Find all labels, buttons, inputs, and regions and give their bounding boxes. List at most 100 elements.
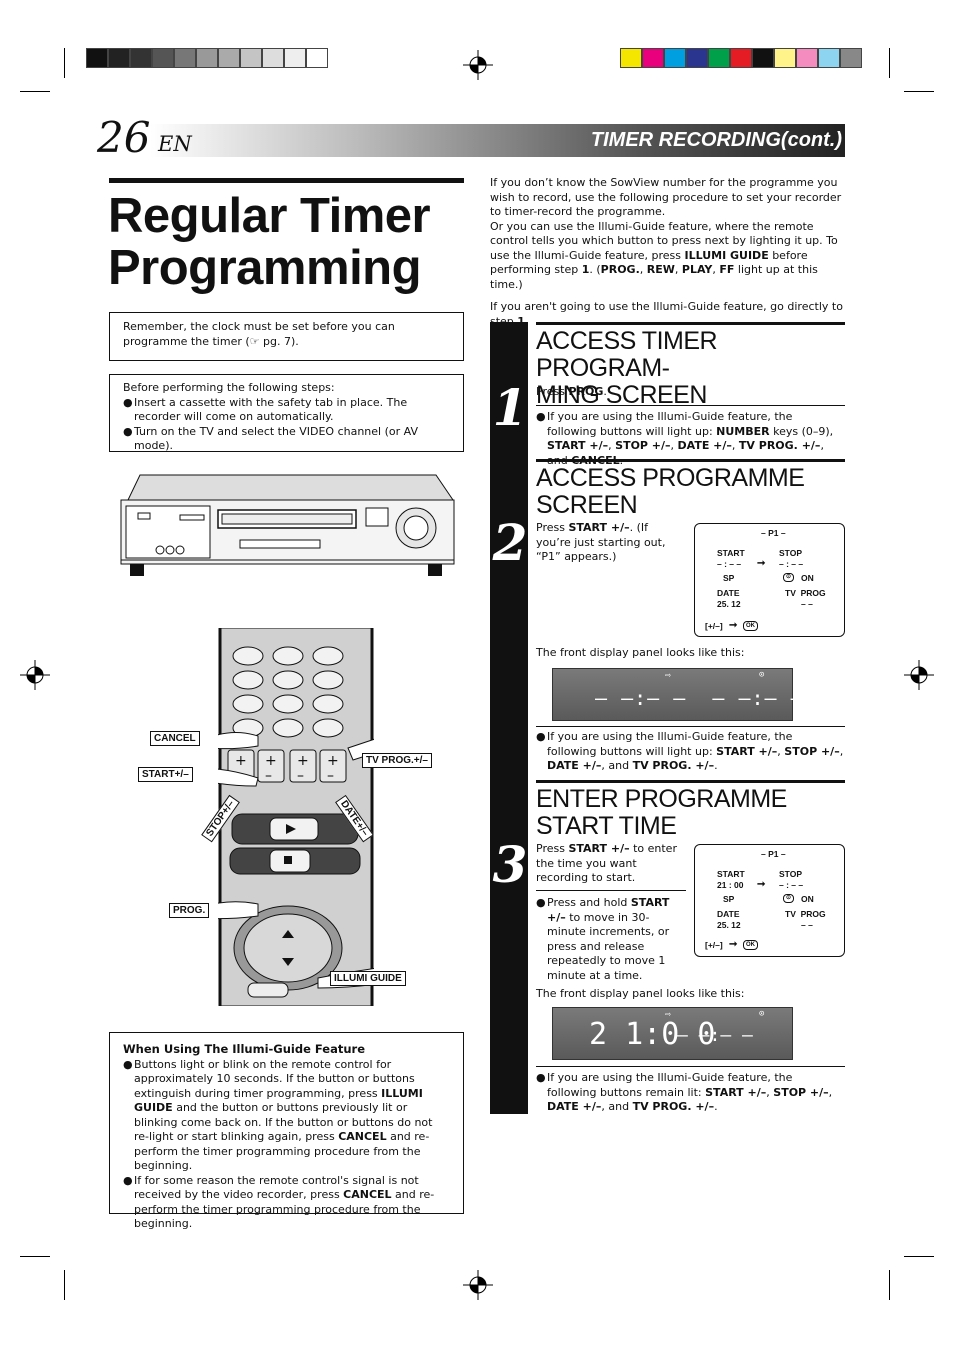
list-item: ●If for some reason the remote control's… [123, 1173, 435, 1231]
calibration-swatch [686, 48, 708, 68]
callout-start: START+/– [138, 767, 193, 782]
illumi-heading: When Using The Illumi-Guide Feature [123, 1042, 365, 1056]
calibration-swatch [664, 48, 686, 68]
calibration-swatch [262, 48, 284, 68]
list-item: ●Buttons light or blink on the remote co… [123, 1057, 433, 1173]
crop-mark [64, 1270, 65, 1300]
page-title-line2: Programming [108, 241, 422, 295]
calibration-swatch [130, 48, 152, 68]
calibration-swatch [642, 48, 664, 68]
calibration-swatch [108, 48, 130, 68]
calibration-swatch [774, 48, 796, 68]
svg-text:–: – [297, 768, 304, 784]
callout-illumi-guide: ILLUMI GUIDE [330, 971, 406, 986]
step-rule [536, 459, 845, 462]
crop-mark [20, 1256, 50, 1257]
intro-text: If you don’t know the SowView number for… [490, 176, 845, 337]
timer-indicator-icon: ⊙ [759, 1009, 765, 1019]
step-note: ●If you are using the Illumi-Guide featu… [536, 730, 844, 772]
ok-icon: OK [743, 621, 758, 631]
illumi-guide-box: When Using The Illumi-Guide Feature ●But… [109, 1032, 464, 1230]
svg-text:+: + [297, 753, 309, 769]
calibration-swatch [730, 48, 752, 68]
calibration-swatch [284, 48, 306, 68]
step-heading: ENTER PROGRAMME START TIME [536, 785, 787, 840]
calibration-swatch [840, 48, 862, 68]
step-rule [536, 780, 845, 783]
step-note: ●If you are using the Illumi-Guide featu… [536, 410, 834, 467]
callout-cancel: CANCEL [150, 731, 200, 746]
panel-digits: 2 1:0 0 [589, 1017, 716, 1052]
on-screen-display-p1: – P1 – START STOP – : – – ➞ – : – – SP ⊙… [694, 523, 845, 637]
on-screen-display-p1-start-time: – P1 – START STOP 21 : 00 ➞ – : – – SP ⊙… [694, 844, 845, 957]
calibration-swatch [818, 48, 840, 68]
step-number: 1 [492, 378, 528, 437]
divider [536, 890, 686, 891]
step-instruction: Press START +/– to enter the time you wa… [536, 842, 677, 884]
divider [536, 1066, 845, 1067]
svg-text:+: + [265, 753, 277, 769]
step-note: ●Press and hold START +/– to move in 30-… [536, 896, 670, 982]
crop-mark [64, 48, 65, 78]
clock-note-box: Remember, the clock must be set before y… [109, 312, 464, 361]
grey-calibration-bars [86, 48, 328, 68]
panel-digits: – –:– – – –:– – [595, 686, 804, 710]
step-heading: ACCESS PROGRAMME SCREEN [536, 464, 805, 519]
timer-indicator-icon: ⊙ [759, 670, 765, 680]
calibration-swatch [306, 48, 328, 68]
page-title: Regular Timer Programming [108, 190, 468, 294]
title-rule [109, 178, 464, 183]
registration-mark-icon [463, 50, 493, 80]
step-bar [490, 322, 528, 1114]
before-steps-box: Before performing the following steps: ●… [109, 374, 464, 452]
play-indicator-icon: ⇨ [665, 1009, 672, 1020]
calibration-swatch [86, 48, 108, 68]
callout-prog: PROG. [169, 903, 210, 918]
section-title: TIMER RECORDING(cont.) [590, 129, 842, 151]
header-band [150, 124, 845, 157]
ok-icon: OK [743, 940, 758, 950]
calibration-swatch [796, 48, 818, 68]
registration-mark-icon [463, 1270, 493, 1300]
svg-text:+: + [235, 753, 247, 769]
step-rule [536, 322, 845, 325]
intro-paragraph: If you don’t know the SowView number for… [490, 176, 842, 218]
panel-caption: The front display panel looks like this: [536, 646, 745, 659]
crop-mark [904, 1256, 934, 1257]
list-item: ●Turn on the TV and select the VIDEO cha… [123, 424, 418, 453]
play-indicator-icon: ⇨ [665, 670, 672, 681]
front-display-panel: ⇨ ⊙ – –:– – – –:– – [552, 668, 803, 721]
step-number: 3 [492, 835, 528, 894]
calibration-swatch [620, 48, 642, 68]
step-note: ●If you are using the Illumi-Guide featu… [536, 1071, 833, 1113]
timer-icon: ⊙ [783, 573, 795, 582]
panel-caption: The front display panel looks like this: [536, 987, 745, 1000]
calibration-swatch [240, 48, 262, 68]
crop-mark [20, 91, 50, 92]
page-title-line1: Regular Timer [108, 189, 431, 243]
panel-digits-stop: – –:– – [677, 1025, 753, 1046]
svg-text:–: – [265, 768, 272, 784]
step-instruction: Press START +/–. (If you’re just startin… [536, 521, 666, 563]
page-number: 26 [97, 113, 151, 162]
divider [536, 726, 845, 727]
before-heading: Before performing the following steps: [123, 381, 335, 394]
registration-mark-icon [20, 660, 50, 690]
crop-mark [889, 48, 890, 78]
intro-paragraph: Or you can use the Illumi-Guide feature,… [490, 219, 838, 291]
calibration-swatch [708, 48, 730, 68]
calibration-swatch [174, 48, 196, 68]
registration-mark-icon [904, 660, 934, 690]
callout-tv-prog: TV PROG.+/– [362, 753, 432, 768]
color-calibration-bars [620, 48, 862, 68]
calibration-swatch [218, 48, 240, 68]
calibration-swatch [152, 48, 174, 68]
step-instruction: Press PROG. [536, 385, 607, 398]
svg-text:+: + [327, 753, 339, 769]
calibration-swatch [196, 48, 218, 68]
step-number: 2 [492, 513, 528, 572]
page-language: EN [158, 132, 192, 156]
svg-text:–: – [327, 768, 334, 784]
vcr-illustration [120, 474, 455, 576]
crop-mark [904, 91, 934, 92]
